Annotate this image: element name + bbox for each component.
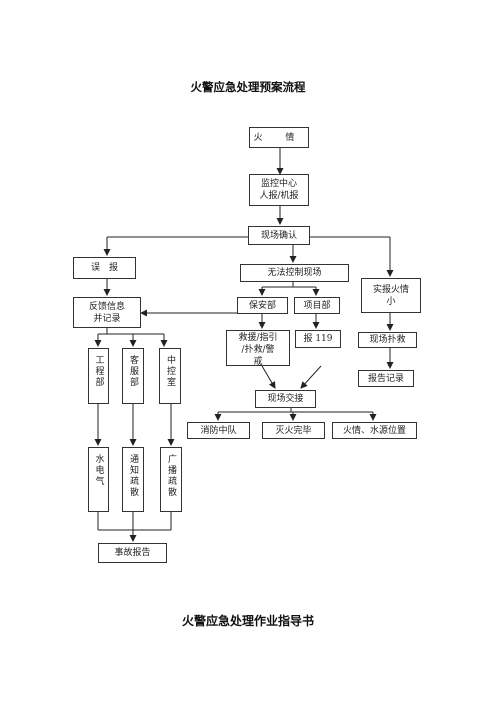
node-false-alarm: 误 报 — [73, 257, 136, 279]
node-accident-report: 事故报告 — [98, 543, 167, 563]
node-site-fight: 现场扑救 — [358, 332, 417, 348]
node-fire-brigade: 消防中队 — [187, 422, 250, 439]
node-control-room: 中控室 — [159, 348, 181, 404]
arrow-119-to-handover — [300, 365, 322, 389]
node-fire-water-source: 火情、水源位置 — [332, 422, 417, 439]
node-fire-out: 灭火完毕 — [262, 422, 325, 439]
node-notify-evacuate: 通知疏散 — [122, 447, 144, 512]
node-fire: 火 情 — [249, 127, 309, 148]
node-project-dept: 项目部 — [294, 297, 340, 314]
node-site-confirm: 现场确认 — [248, 226, 310, 245]
node-broadcast-evacuate: 广播疏散 — [160, 447, 182, 512]
node-water-power: 水电气 — [88, 447, 109, 512]
node-report-119: 报 119 — [295, 330, 341, 348]
node-monitor-center: 监控中心 人报/机报 — [249, 174, 309, 206]
node-report-record: 报告记录 — [358, 370, 414, 387]
node-security-dept: 保安部 — [237, 297, 288, 314]
node-customer-service: 客服部 — [122, 348, 144, 404]
node-feedback-record: 反馈信息 并记录 — [73, 297, 141, 328]
arrow-rescue-to-handover — [261, 365, 276, 389]
node-uncontrollable: 无法控制现场 — [240, 264, 349, 282]
section-title: 火警应急处理作业指导书 — [181, 614, 314, 628]
node-engineering: 工程部 — [88, 348, 109, 404]
node-rescue-guide: 救援/指引 /扑救/警 戒 — [226, 330, 290, 366]
node-real-fire: 实报火情 小 — [361, 278, 421, 313]
page-title: 火警应急处理预案流程 — [190, 80, 306, 94]
node-site-handover: 现场交接 — [255, 390, 316, 408]
